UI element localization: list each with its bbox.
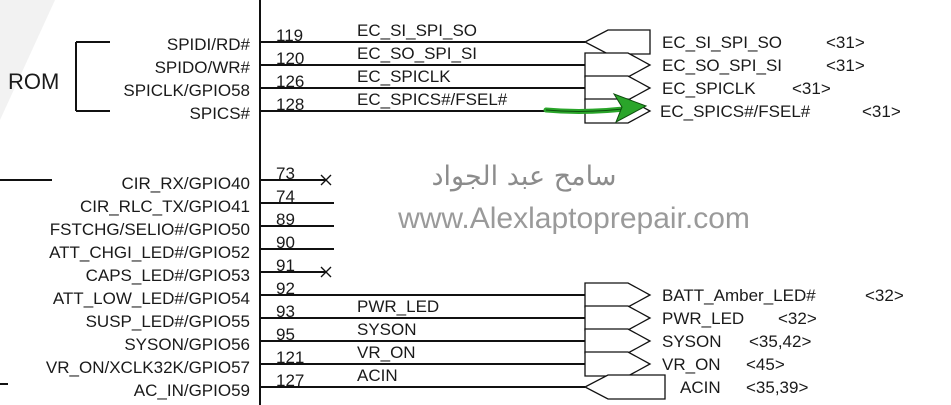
pin-number: 73 xyxy=(276,164,295,183)
pin-label: FSTCHG/SELIO#/GPIO50 xyxy=(50,220,250,239)
gpio-row: VR_ON/XCLK32K/GPIO57 121 VR_ON VR_ON <45… xyxy=(46,343,785,377)
connector-label: EC_SPICLK xyxy=(662,79,756,98)
sheet-ref: <31> xyxy=(792,79,831,98)
offpage-connector-out xyxy=(584,328,652,354)
pin-label: ATT_LOW_LED#/GPIO54 xyxy=(53,289,250,308)
no-connect-mark xyxy=(320,174,332,186)
pin-label: SPICLK/GPIO58 xyxy=(123,81,250,100)
spi-row: SPIDI/RD# 119 EC_SI_SPI_SO EC_SI_SPI_SO … xyxy=(167,21,865,55)
net-label: PWR_LED xyxy=(357,297,439,316)
connector-label: VR_ON xyxy=(662,355,721,374)
pin-number: 121 xyxy=(276,348,304,367)
net-label: ACIN xyxy=(357,366,398,385)
pin-label: ATT_CHGI_LED#/GPIO52 xyxy=(49,243,250,262)
pin-number: 91 xyxy=(276,256,295,275)
spi-row: SPICS# 128 EC_SPICS#/FSEL# EC_SPICS#/FSE… xyxy=(190,90,901,124)
gpio-row: SUSP_LED#/GPIO55 93 PWR_LED PWR_LED <32> xyxy=(86,297,817,331)
pin-number: 74 xyxy=(276,187,295,206)
net-label: SYSON xyxy=(357,320,417,339)
pin-number: 120 xyxy=(276,49,304,68)
pin-number: 119 xyxy=(276,26,303,45)
watermark-arabic: سامح عبد الجواد xyxy=(432,161,617,192)
pin-number: 128 xyxy=(276,95,304,114)
pin-number: 93 xyxy=(276,302,295,321)
connector-label: ACIN xyxy=(680,378,721,397)
pin-label: SPICS# xyxy=(190,104,251,123)
pin-number: 95 xyxy=(276,325,295,344)
sheet-ref: <35,42> xyxy=(749,332,811,351)
sheet-ref: <31> xyxy=(826,33,865,52)
sheet-ref: <35,39> xyxy=(746,378,808,397)
rom-bracket xyxy=(75,41,110,112)
net-label: EC_SI_SPI_SO xyxy=(357,21,477,40)
sheet-ref: <45> xyxy=(746,355,785,374)
watermark-url: www.Alexlaptoprepair.com xyxy=(397,202,750,235)
net-label: EC_SPICS#/FSEL# xyxy=(357,90,508,109)
highlight-arrow xyxy=(543,93,648,124)
offpage-connector-in xyxy=(583,374,666,400)
sheet-ref: <32> xyxy=(778,309,817,328)
gpio-row: CAPS_LED#/GPIO53 91 xyxy=(86,256,332,285)
pin-label: AC_IN/GPIO59 xyxy=(134,381,250,400)
net-label: EC_SPICLK xyxy=(357,67,451,86)
pin-number: 92 xyxy=(276,279,295,298)
spi-row: SPIDO/WR# 120 EC_SO_SPI_SI EC_SO_SPI_SI … xyxy=(155,44,865,78)
connector-label: EC_SI_SPI_SO xyxy=(662,33,782,52)
sheet-ref: <32> xyxy=(865,286,904,305)
pin-number: 127 xyxy=(276,371,304,390)
offpage-connector-out xyxy=(584,282,652,308)
background-stroke xyxy=(0,0,55,120)
pin-label: VR_ON/XCLK32K/GPIO57 xyxy=(46,358,250,377)
net-label: VR_ON xyxy=(357,343,416,362)
gpio-row: ATT_CHGI_LED#/GPIO52 90 xyxy=(49,233,334,262)
gpio-row: CIR_RX/GPIO40 73 xyxy=(122,164,332,193)
pin-label: CIR_RLC_TX/GPIO41 xyxy=(80,197,250,216)
connector-label: SYSON xyxy=(662,332,722,351)
no-connect-mark xyxy=(320,266,332,278)
gpio-row: CIR_RLC_TX/GPIO41 74 xyxy=(80,187,334,216)
net-label: EC_SO_SPI_SI xyxy=(357,44,477,63)
offpage-connector-in xyxy=(583,29,651,55)
pin-label: SUSP_LED#/GPIO55 xyxy=(86,312,250,331)
connector-label: EC_SO_SPI_SI xyxy=(662,56,782,75)
connector-label: EC_SPICS#/FSEL# xyxy=(660,102,811,121)
gpio-row: FSTCHG/SELIO#/GPIO50 89 xyxy=(50,210,334,239)
pin-number: 126 xyxy=(276,72,304,91)
pin-number: 89 xyxy=(276,210,295,229)
sheet-ref: <31> xyxy=(826,56,865,75)
gpio-row: SYSON/GPIO56 95 SYSON SYSON <35,42> xyxy=(124,320,811,354)
connector-label: PWR_LED xyxy=(662,309,744,328)
offpage-connector-out xyxy=(584,75,652,101)
pin-label: SPIDI/RD# xyxy=(167,35,251,54)
pin-label: SYSON/GPIO56 xyxy=(124,335,250,354)
pin-label: CIR_RX/GPIO40 xyxy=(122,174,251,193)
connector-label: BATT_Amber_LED# xyxy=(662,286,816,305)
spi-row: SPICLK/GPIO58 126 EC_SPICLK EC_SPICLK <3… xyxy=(123,67,831,101)
offpage-connector-out xyxy=(584,305,652,331)
sheet-ref: <31> xyxy=(862,102,901,121)
gpio-row: ATT_LOW_LED#/GPIO54 92 BATT_Amber_LED# <… xyxy=(53,279,904,308)
gpio-row: AC_IN/GPIO59 127 ACIN ACIN <35,39> xyxy=(134,366,809,400)
pin-label: SPIDO/WR# xyxy=(155,58,251,77)
pin-number: 90 xyxy=(276,233,295,252)
pin-label: CAPS_LED#/GPIO53 xyxy=(86,266,250,285)
rom-label: ROM xyxy=(8,69,59,94)
offpage-connector-out xyxy=(584,351,652,377)
offpage-connector-out xyxy=(584,52,652,78)
